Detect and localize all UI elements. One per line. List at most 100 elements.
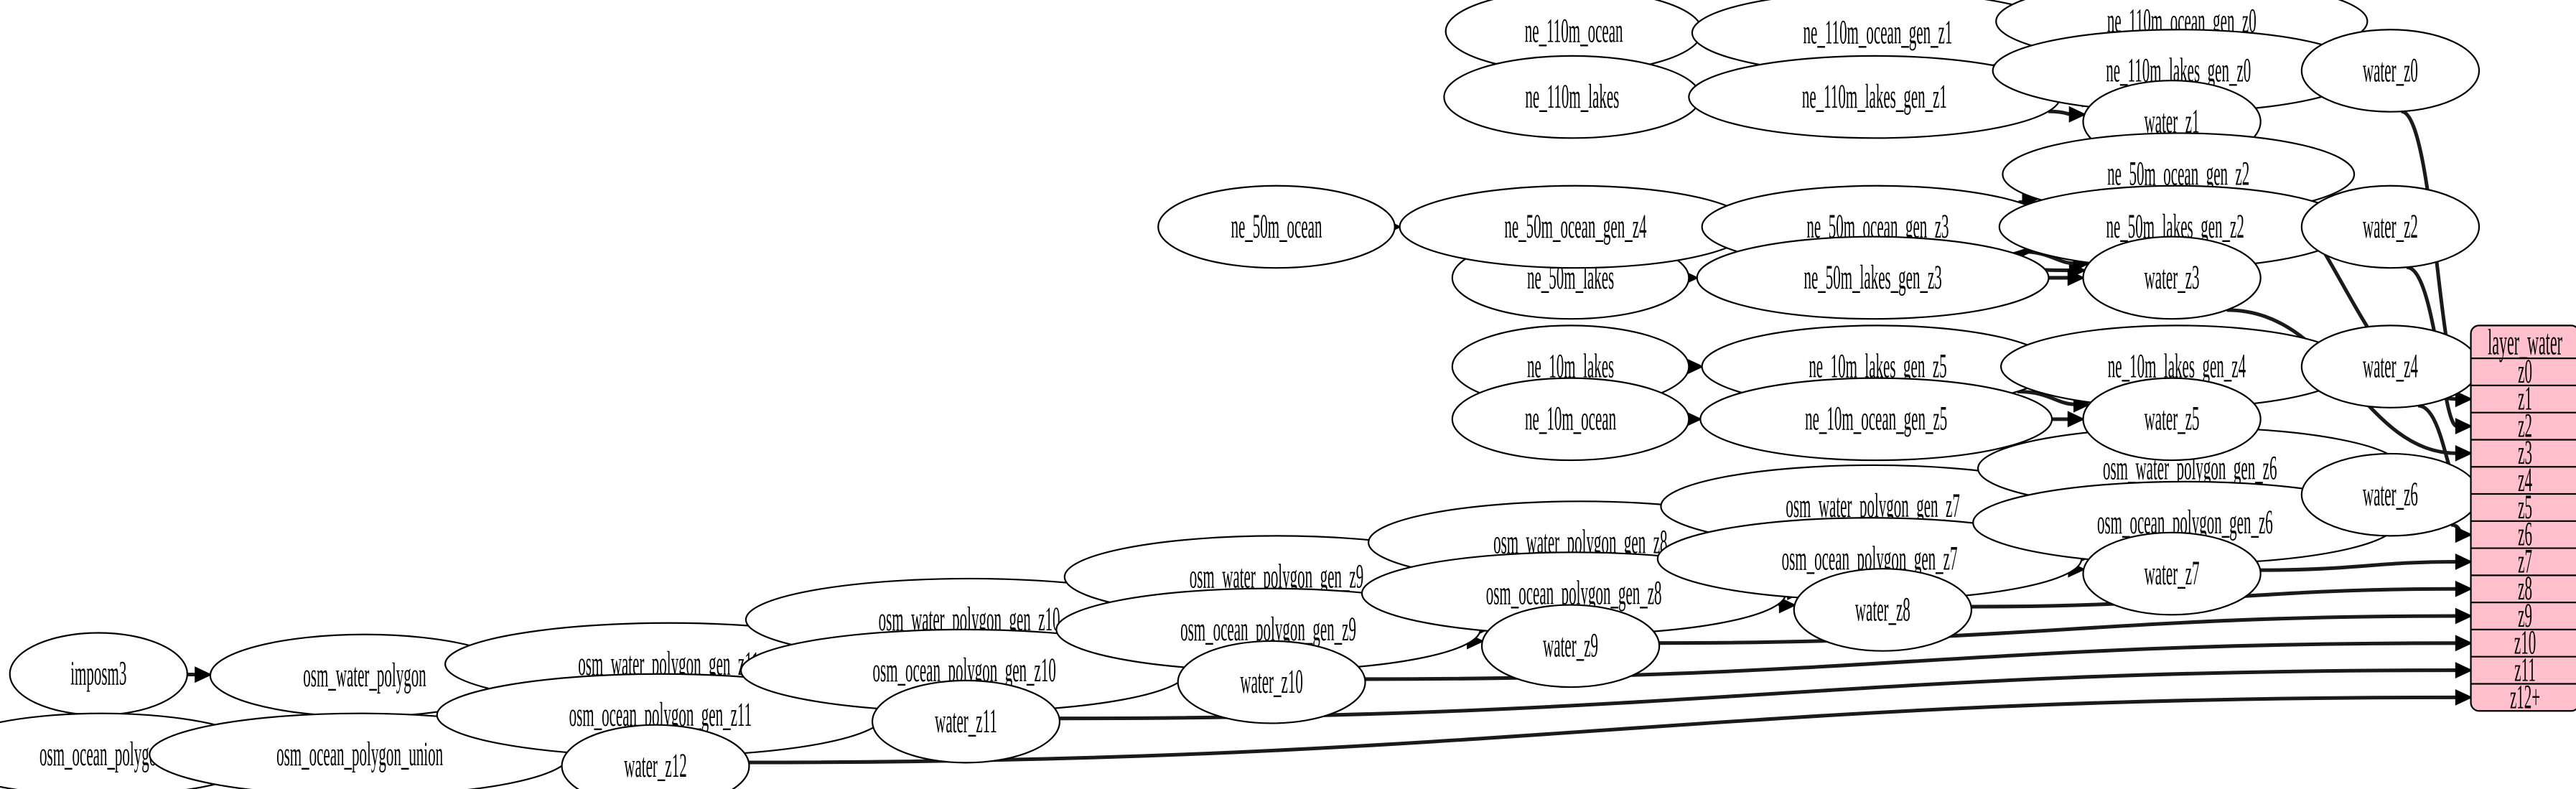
record-row-z6[interactable]: z6 (2518, 515, 2532, 554)
graph-node-imposm3[interactable]: imposm3 (10, 632, 187, 714)
record-row-z5[interactable]: z5 (2518, 488, 2532, 526)
node-label: water_z12 (624, 747, 686, 785)
node-shape (1158, 186, 1395, 268)
node-shape (872, 681, 1060, 762)
record-node-layer: layer_waterz0z1z2z3z4z5z6z7z8z9z10z11z12… (2471, 323, 2576, 716)
record-row-z0[interactable]: z0 (2518, 353, 2532, 391)
edge-arrowhead (2455, 662, 2473, 678)
node-label: ne_50m_ocean_gen_z4 (1504, 207, 1646, 246)
node-label: water_z0 (2363, 52, 2418, 90)
node-label: osm_ocean_polygon (39, 735, 164, 773)
node-shape (2302, 186, 2479, 268)
node-shape (1697, 237, 2049, 319)
node-label: water_z3 (2145, 258, 2200, 297)
graph-node-ne_110m_ocean_gen_z1[interactable]: ne_110m_ocean_gen_z1 (1692, 0, 2063, 74)
edge-arrowhead (2067, 411, 2086, 428)
record-row-z7[interactable]: z7 (2518, 543, 2532, 581)
graph-node-ne_50m_ocean_gen_z4[interactable]: ne_50m_ocean_gen_z4 (1400, 186, 1752, 268)
graph-edge (2260, 559, 2458, 572)
node-label: ne_10m_ocean_gen_z5 (1805, 400, 1947, 438)
graph-node-water_z3[interactable]: water_z3 (2083, 237, 2261, 319)
node-label: water_z4 (2363, 347, 2418, 386)
graph-node-water_z6[interactable]: water_z6 (2302, 454, 2479, 536)
edge-arrowhead (2067, 269, 2086, 286)
edge-arrowhead (2068, 106, 2087, 123)
edge-arrowhead (1778, 597, 1797, 614)
graph-node-water_z12[interactable]: water_z12 (562, 725, 750, 789)
edge-arrowhead (2455, 391, 2473, 408)
graph-node-water_z8[interactable]: water_z8 (1794, 569, 1971, 650)
node-label: water_z10 (1240, 663, 1302, 701)
node-shape (2302, 29, 2479, 111)
node-label: imposm3 (70, 655, 126, 693)
nodes-layer: imposm3 osm_water_polygon osm_ocean_polygo… (0, 0, 2479, 789)
node-label: ne_110m_ocean (1525, 12, 1623, 50)
record-row-z8[interactable]: z8 (2518, 570, 2532, 608)
record-row-z2[interactable]: z2 (2518, 407, 2532, 445)
graph-node-osm_ocean_polygon_gen_z6[interactable]: osm_ocean_polygon_gen_z6 (1973, 482, 2397, 564)
record-row-z12+[interactable]: z12+ (2510, 678, 2540, 716)
edge-arrowhead (2455, 688, 2473, 706)
graph-node-osm_water_polygon[interactable]: osm_water_polygon (210, 635, 519, 716)
edge-arrowhead (2455, 607, 2473, 625)
node-label: water_z9 (1543, 627, 1598, 665)
node-shape (1700, 378, 2052, 460)
record-background (2471, 325, 2576, 711)
graph-edge (2048, 109, 2071, 116)
node-shape (1178, 641, 1366, 723)
graph-node-ne_50m_lakes_gen_z3[interactable]: ne_50m_lakes_gen_z3 (1697, 237, 2049, 319)
record-row-z10[interactable]: z10 (2514, 624, 2536, 662)
node-label: ne_50m_lakes_gen_z3 (1803, 258, 1941, 297)
graph-node-ne_50m_ocean[interactable]: ne_50m_ocean (1158, 186, 1395, 268)
node-label: water_z8 (1855, 591, 1910, 629)
node-shape (2083, 237, 2261, 319)
graph-edge (748, 695, 2458, 765)
graph-node-water_z2[interactable]: water_z2 (2302, 186, 2479, 268)
record-node-layer-water[interactable]: layer_waterz0z1z2z3z4z5z6z7z8z9z10z11z12… (2471, 323, 2576, 716)
node-label: ne_110m_ocean_gen_z1 (1803, 14, 1953, 52)
node-label: water_z5 (2145, 400, 2200, 438)
edge-arrowhead (2455, 554, 2473, 570)
graph-node-water_z10[interactable]: water_z10 (1178, 641, 1366, 723)
node-label: ne_110m_lakes_gen_z1 (1802, 78, 1947, 116)
record-title: layer_water (2488, 323, 2562, 363)
node-label: water_z7 (2145, 554, 2200, 592)
record-row-z11[interactable]: z11 (2514, 651, 2536, 689)
graph-node-water_z9[interactable]: water_z9 (1482, 605, 1659, 687)
node-shape (1482, 605, 1659, 687)
edge-arrowhead (2455, 418, 2473, 434)
node-label: ne_50m_ocean (1231, 207, 1322, 246)
node-label: osm_water_polygon (303, 656, 426, 694)
graph-node-ne_10m_ocean[interactable]: ne_10m_ocean (1452, 378, 1689, 460)
record-row-z4[interactable]: z4 (2518, 462, 2532, 500)
node-label: osm_ocean_polygon_union (276, 735, 443, 773)
record-row-z9[interactable]: z9 (2518, 597, 2532, 635)
graph-node-water_z4[interactable]: water_z4 (2302, 325, 2479, 407)
graph-node-water_z7[interactable]: water_z7 (2083, 533, 2261, 615)
node-shape (2083, 533, 2261, 615)
graph-node-water_z11[interactable]: water_z11 (872, 681, 1060, 762)
node-shape (1452, 378, 1689, 460)
record-row-z3[interactable]: z3 (2518, 434, 2532, 472)
node-label: water_z6 (2363, 476, 2418, 514)
node-label: water_z11 (935, 703, 997, 741)
node-label: water_z2 (2363, 207, 2418, 246)
graph-node-ne_10m_ocean_gen_z5[interactable]: ne_10m_ocean_gen_z5 (1700, 378, 2052, 460)
record-row-z1[interactable]: z1 (2518, 380, 2532, 418)
edge-arrowhead (2455, 444, 2473, 462)
graph-edge (2017, 389, 2076, 406)
graph-node-water_z0[interactable]: water_z0 (2302, 29, 2479, 111)
graph-node-water_z5[interactable]: water_z5 (2083, 378, 2261, 460)
node-label: ne_110m_lakes (1525, 78, 1619, 116)
node-shape (1794, 569, 1971, 650)
edge-arrowhead (195, 666, 213, 683)
edge-arrowhead (2455, 526, 2473, 543)
node-label: ne_10m_ocean (1525, 400, 1616, 438)
edge-arrowhead (2455, 580, 2473, 597)
node-shape (562, 725, 750, 789)
graph-node-ne_110m_lakes[interactable]: ne_110m_lakes (1444, 56, 1700, 138)
graph-edge (1658, 614, 2458, 645)
node-shape (2083, 378, 2261, 460)
